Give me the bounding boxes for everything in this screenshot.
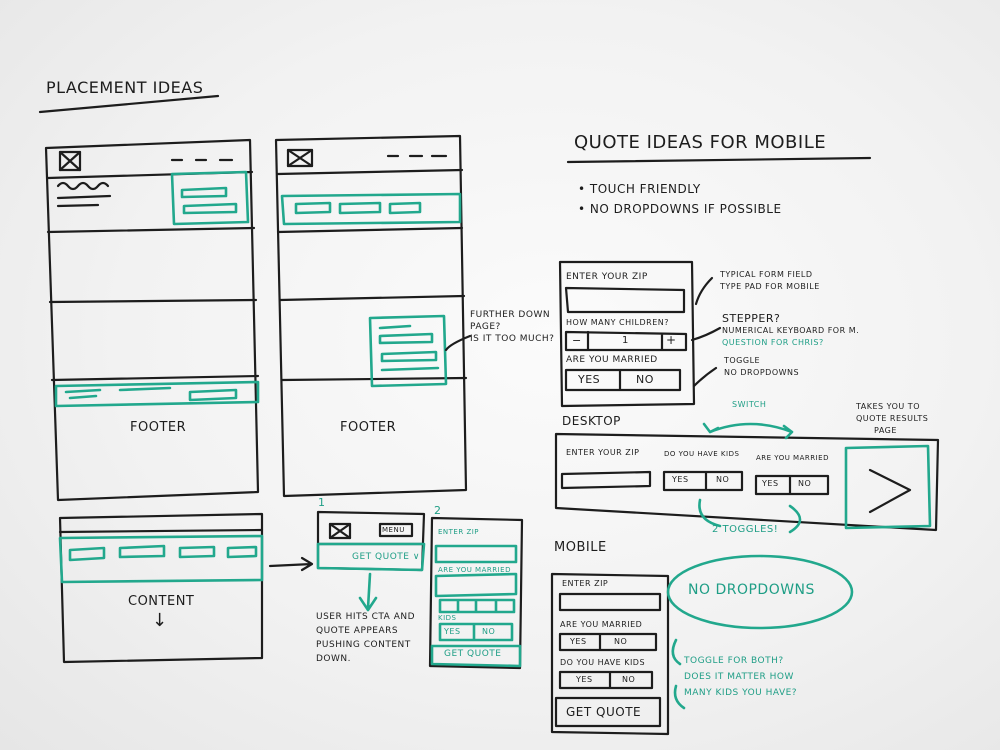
logo-placeholder-icon	[58, 150, 82, 172]
mobile-married: ARE YOU MARRIED	[560, 620, 643, 629]
menu-label: MENU	[382, 526, 405, 534]
desktop-title: DESKTOP	[562, 414, 621, 428]
form-no: NO	[636, 373, 654, 386]
get-quote-bar-label: GET QUOTE ∨	[352, 552, 420, 562]
phone-2-get-quote: GET QUOTE	[444, 649, 502, 659]
placement-underline	[38, 94, 220, 114]
form-married: ARE YOU MARRIED	[566, 355, 658, 365]
note-typical-1: TYPICAL FORM FIELD	[720, 270, 813, 279]
further-down-note-2: PAGE?	[470, 322, 501, 332]
user-note-3: PUSHING CONTENT	[316, 640, 411, 650]
mobile-title: MOBILE	[554, 540, 607, 555]
note-typical-2: TYPE PAD FOR MOBILE	[720, 282, 820, 291]
phone-2-enter-zip: ENTER ZIP	[438, 528, 480, 536]
desktop-kids: DO YOU HAVE KIDS	[664, 450, 740, 458]
user-note-4: DOWN.	[316, 654, 352, 664]
quote-underline	[566, 156, 872, 164]
phone-2-married: ARE YOU MARRIED	[438, 566, 511, 574]
no-dropdowns-callout: NO DROPDOWNS	[688, 582, 815, 598]
toggle-both-1: TOGGLE FOR BOTH?	[684, 656, 784, 666]
desktop-kids-yes: YES	[672, 475, 689, 484]
stepper-count: 1	[622, 335, 629, 346]
logo-placeholder-icon	[286, 148, 314, 168]
phone-1-number: 1	[318, 496, 326, 509]
phone-2-number: 2	[434, 504, 442, 517]
note-stepper: STEPPER?	[722, 312, 781, 325]
mobile-married-no: NO	[614, 637, 628, 646]
further-down-note-1: FURTHER DOWN	[470, 310, 551, 320]
desktop-takes-3: PAGE	[874, 426, 897, 435]
further-down-note-3: IS IT TOO MUCH?	[470, 334, 555, 344]
wireframe-a	[44, 138, 260, 502]
stepper-minus: −	[572, 334, 582, 347]
note-question: QUESTION FOR CHRIS?	[722, 338, 824, 347]
phone-2	[428, 516, 524, 670]
quote-title: QUOTE IDEAS FOR MOBILE	[574, 132, 827, 153]
user-note-2: QUOTE APPEARS	[316, 626, 399, 636]
desktop-takes-1: TAKES YOU TO	[856, 402, 920, 411]
wireframe-b	[274, 134, 472, 498]
note-toggle-2: NO DROPDOWNS	[724, 368, 800, 377]
desktop-married: ARE YOU MARRIED	[756, 454, 829, 462]
desktop-sketch	[554, 422, 940, 534]
mobile-kids-yes: YES	[576, 675, 593, 684]
note-keyboard: NUMERICAL KEYBOARD FOR M.	[722, 326, 860, 335]
desktop-takes-2: QUOTE RESULTS	[856, 414, 929, 423]
desktop-switch: SWITCH	[732, 400, 767, 409]
mobile-get-quote: GET QUOTE	[566, 705, 642, 719]
content-label: CONTENT	[128, 594, 195, 609]
mobile-kids-no: NO	[622, 675, 636, 684]
form-enter-zip: ENTER YOUR ZIP	[566, 272, 648, 282]
toggle-both-2: DOES IT MATTER HOW	[684, 672, 794, 682]
mobile-enter-zip: ENTER ZIP	[562, 579, 609, 588]
content-down-arrow: ↓	[152, 610, 168, 631]
note-toggle-1: TOGGLE	[724, 356, 761, 365]
bullet-touch: • TOUCH FRIENDLY	[578, 182, 701, 196]
desktop-married-no: NO	[798, 479, 812, 488]
desktop-kids-no: NO	[716, 475, 730, 484]
user-note-1: USER HITS CTA AND	[316, 612, 416, 622]
bullet-dropdowns: • NO DROPDOWNS IF POSSIBLE	[578, 202, 782, 216]
desktop-toggles: 2 TOGGLES!	[712, 524, 779, 535]
mobile-kids: DO YOU HAVE KIDS	[560, 658, 646, 667]
phone-1	[316, 510, 426, 612]
form-yes: YES	[578, 373, 601, 386]
toggle-both-3: MANY KIDS YOU HAVE?	[684, 688, 798, 698]
phone-2-kids: KIDS	[438, 614, 457, 622]
placement-title: PLACEMENT IDEAS	[46, 78, 204, 97]
phone-2-yes: YES	[444, 627, 461, 636]
stepper-plus: +	[666, 333, 677, 347]
mobile-married-yes: YES	[570, 637, 587, 646]
mobile-sketch	[550, 554, 854, 736]
form-children: HOW MANY CHILDREN?	[566, 318, 669, 327]
footer-label-b: FOOTER	[340, 420, 397, 435]
phone-2-no: NO	[482, 627, 496, 636]
logo-placeholder-icon	[328, 522, 352, 540]
desktop-enter-zip: ENTER YOUR ZIP	[566, 448, 640, 457]
footer-label-a: FOOTER	[130, 420, 187, 435]
quote-form-sketch	[558, 260, 722, 408]
wireframe-c	[58, 512, 314, 664]
desktop-married-yes: YES	[762, 479, 779, 488]
